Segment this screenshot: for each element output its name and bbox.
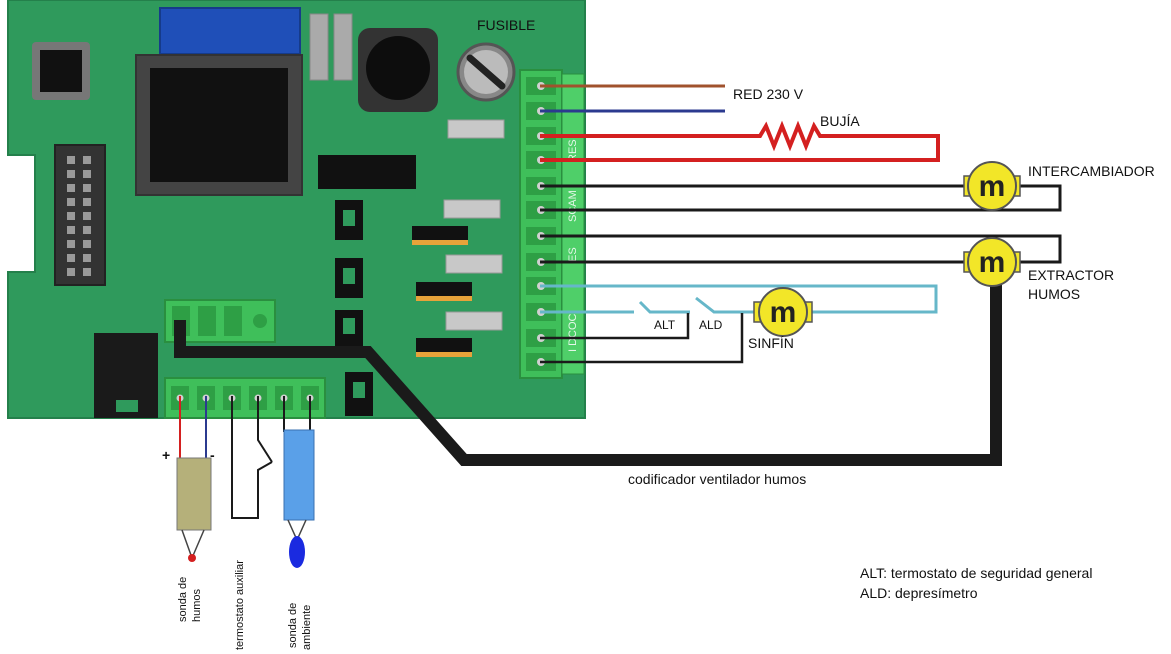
label-sonda-ambiente-line1: sonda de bbox=[287, 603, 299, 648]
wire-black-intercambiador bbox=[540, 184, 1062, 212]
terminal-3pin bbox=[164, 299, 276, 343]
resistor-4 bbox=[445, 311, 503, 331]
label-sonda-humos-line1: sonda de bbox=[177, 577, 189, 622]
label-ald: ALD bbox=[699, 318, 723, 332]
label-extractor-line1: EXTRACTOR bbox=[1028, 267, 1114, 283]
label-red-230v: RED 230 V bbox=[733, 86, 804, 102]
label-intercambiador: INTERCAMBIADOR bbox=[1028, 163, 1155, 179]
wire-black-ald bbox=[540, 313, 744, 364]
label-alt: ALT bbox=[654, 318, 676, 332]
smoke-probe-plus: + bbox=[162, 447, 170, 463]
legend-alt: ALT: termostato de seguridad general bbox=[860, 565, 1092, 581]
idc-pin bbox=[67, 156, 75, 164]
idc-pin bbox=[83, 240, 91, 248]
label-sonda-ambiente-line2: ambiente bbox=[301, 605, 313, 650]
gray-component-2 bbox=[333, 13, 353, 81]
idc-pin bbox=[67, 254, 75, 262]
terminal-main-strip bbox=[561, 73, 585, 375]
motor-extractor-symbol: m bbox=[979, 246, 1006, 279]
label-sinfin: SINFÍN bbox=[748, 335, 794, 351]
terminal-6pin bbox=[164, 377, 326, 419]
wire-encoder bbox=[174, 282, 1002, 466]
ic-4 bbox=[345, 372, 373, 416]
label-extractor-line2: HUMOS bbox=[1028, 286, 1080, 302]
control-board: RES SCAM ES I DCOC bbox=[7, 0, 586, 419]
idc-pin bbox=[83, 254, 91, 262]
label-codificador: codificador ventilador humos bbox=[628, 471, 806, 487]
triac-1 bbox=[412, 226, 468, 245]
idc-pin bbox=[83, 226, 91, 234]
blue-relay bbox=[159, 7, 301, 55]
gray-component-1 bbox=[309, 13, 329, 81]
idc-pin bbox=[67, 184, 75, 192]
idc-pin bbox=[67, 226, 75, 234]
label-bujia: BUJÍA bbox=[820, 113, 860, 129]
terminal-label-dcoc: I DCOC bbox=[567, 313, 579, 352]
legend: ALT: termostato de seguridad general ALD… bbox=[860, 565, 1092, 601]
idc-pins bbox=[67, 156, 91, 276]
terminal-label-scam: SCAM bbox=[567, 190, 579, 222]
legend-ald: ALD: depresímetro bbox=[860, 585, 978, 601]
wire-lightblue-sinfin bbox=[540, 284, 938, 314]
wire-red-bujia-top bbox=[540, 120, 940, 162]
resistor-1 bbox=[447, 119, 505, 139]
idc-pin bbox=[83, 170, 91, 178]
idc-pin bbox=[83, 184, 91, 192]
ambient-probe bbox=[283, 429, 315, 568]
terminal-main bbox=[519, 69, 563, 379]
triac-2 bbox=[416, 282, 472, 301]
wire-black-extractor bbox=[540, 234, 1062, 264]
idc-pin bbox=[83, 212, 91, 220]
idc-pin bbox=[83, 268, 91, 276]
transformer-core bbox=[150, 68, 288, 182]
ic-2 bbox=[335, 258, 363, 298]
idc-pin bbox=[83, 156, 91, 164]
label-fusible: FUSIBLE bbox=[477, 17, 535, 33]
idc-pin bbox=[67, 240, 75, 248]
fuse bbox=[456, 42, 516, 102]
terminal-label-res: RES bbox=[567, 139, 579, 162]
motor-sinfin-symbol: m bbox=[770, 296, 797, 329]
resistor-3 bbox=[445, 254, 503, 274]
idc-header bbox=[54, 144, 106, 286]
wires bbox=[174, 84, 1062, 466]
label-sonda-humos-line2: humos bbox=[191, 588, 203, 622]
capacitor bbox=[366, 36, 430, 100]
idc-pin bbox=[67, 170, 75, 178]
chip-rect bbox=[318, 155, 416, 189]
idc-pin bbox=[67, 212, 75, 220]
resistor-2 bbox=[443, 199, 501, 219]
smoke-probe-minus: - bbox=[210, 447, 215, 463]
motor-extractor: m bbox=[963, 237, 1021, 287]
motor-intercambiador-symbol: m bbox=[979, 170, 1006, 203]
idc-pin bbox=[67, 268, 75, 276]
smoke-probe bbox=[176, 457, 212, 562]
ic-3 bbox=[335, 310, 363, 346]
triac-3 bbox=[416, 338, 472, 357]
motor-intercambiador: m bbox=[963, 161, 1021, 211]
idc-pin bbox=[67, 198, 75, 206]
terminal-label-es: ES bbox=[567, 247, 579, 262]
wire-black-alt bbox=[540, 313, 690, 340]
probe-wires bbox=[179, 396, 311, 519]
ic-1 bbox=[335, 200, 363, 240]
power-jack-slot bbox=[116, 400, 138, 412]
idc-pin bbox=[83, 198, 91, 206]
chip-small-core bbox=[40, 50, 82, 92]
label-termostato-auxiliar: termostato auxiliar bbox=[234, 560, 246, 650]
motor-sinfin: m bbox=[753, 287, 813, 337]
